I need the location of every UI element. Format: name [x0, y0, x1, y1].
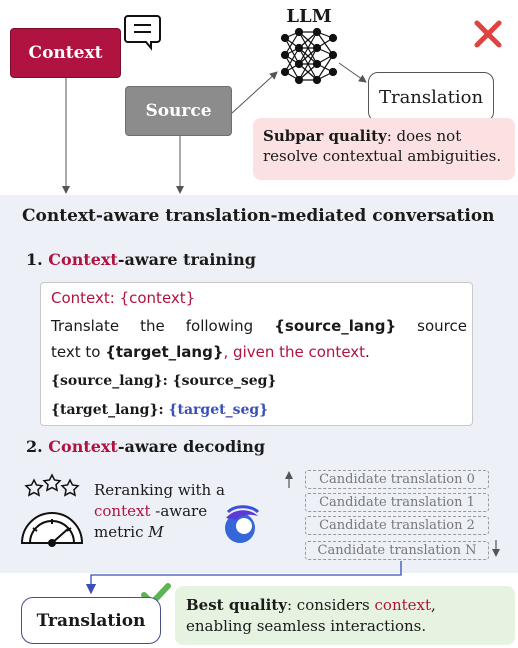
- final-translation-box: Translation: [21, 597, 161, 644]
- metric-symbol: M: [148, 523, 164, 541]
- prompt-context-line: Context: {context}: [51, 289, 196, 307]
- translation-label: Translation: [378, 86, 484, 108]
- candidate-translation-n: Candidate translation N: [305, 541, 489, 560]
- step2-rest: -aware decoding: [117, 437, 266, 456]
- prompt-target-line: {target_lang}: {target_seg}: [51, 402, 268, 418]
- gauge-stars-icon: [20, 473, 84, 547]
- given-context-text: , given the context: [223, 343, 366, 361]
- subpar-line2: resolve contextual ambiguities.: [263, 147, 502, 165]
- metric-logo-icon: [225, 505, 260, 543]
- source-box: Source: [125, 86, 232, 136]
- rerank-metric-word: metric: [94, 523, 149, 541]
- best-text-a: : considers: [286, 596, 375, 614]
- target-seg-placeholder: {target_seg}: [168, 402, 269, 418]
- best-comma: ,: [431, 596, 436, 614]
- source-label: Source: [145, 101, 212, 121]
- candidate-translation-2: Candidate translation 2: [305, 516, 489, 535]
- step2-num: 2.: [26, 437, 49, 456]
- prompt-word: following: [185, 317, 254, 335]
- step1-heading: 1. Context-aware training: [26, 250, 256, 269]
- candidate-translation-1: Candidate translation 1: [305, 493, 489, 512]
- target-lang-placeholder: {target_lang}: [105, 343, 224, 361]
- best-context-word: context: [374, 596, 431, 614]
- target-lang-label: {target_lang}:: [51, 402, 169, 418]
- source-to-llm-arrow: [231, 71, 278, 114]
- subpar-quality-note: Subpar quality: does not resolve context…: [253, 118, 515, 180]
- red-x-icon: [474, 20, 502, 48]
- subpar-bold: Subpar quality: [263, 127, 387, 145]
- translation-output-box: Translation: [368, 72, 494, 122]
- best-quality-note: Best quality: considers context, enablin…: [175, 586, 515, 645]
- prompt-line2: text to {target_lang}, given the context…: [51, 343, 370, 361]
- step1-rest: -aware training: [117, 250, 256, 269]
- llm-label: LLM: [286, 6, 332, 27]
- step1-num: 1.: [26, 250, 49, 269]
- context-label: Context: [28, 43, 103, 63]
- prompt-word: source: [417, 317, 467, 335]
- source-lang-placeholder: {source_lang}: [274, 317, 397, 335]
- prompt-text: text to: [51, 343, 106, 361]
- prompt-source-line: {source_lang}: {source_seg}: [51, 373, 277, 389]
- best-line2: enabling seamless interactions.: [186, 617, 427, 635]
- prompt-word: the: [140, 317, 165, 335]
- step2-heading: 2. Context-aware decoding: [26, 437, 265, 456]
- step2-context-word: Context: [48, 437, 118, 456]
- final-translation-label: Translation: [36, 610, 146, 631]
- prompt-template-box: [40, 282, 473, 426]
- prompt-period: .: [365, 343, 370, 361]
- step1-context-word: Context: [48, 250, 118, 269]
- reranking-description: Reranking with a context -aware metric M: [94, 480, 225, 543]
- rerank-rest: -aware: [150, 502, 208, 520]
- prompt-word: Translate: [51, 317, 120, 335]
- candidate-translation-0: Candidate translation 0: [305, 470, 489, 489]
- panel-title: Context-aware translation-mediated conve…: [22, 206, 495, 226]
- neural-network-icon: [280, 27, 338, 85]
- rerank-line1: Reranking with a: [94, 481, 225, 499]
- candidates-to-translation-arrow: [85, 561, 402, 595]
- chat-icon: [124, 15, 161, 51]
- subpar-rest: : does not: [386, 127, 462, 145]
- prompt-line1: Translate the following {source_lang} so…: [51, 317, 467, 335]
- rerank-context-word: context: [94, 502, 151, 520]
- llm-to-translation-arrow: [338, 62, 367, 83]
- best-bold: Best quality: [186, 596, 287, 614]
- context-box: Context: [10, 28, 121, 78]
